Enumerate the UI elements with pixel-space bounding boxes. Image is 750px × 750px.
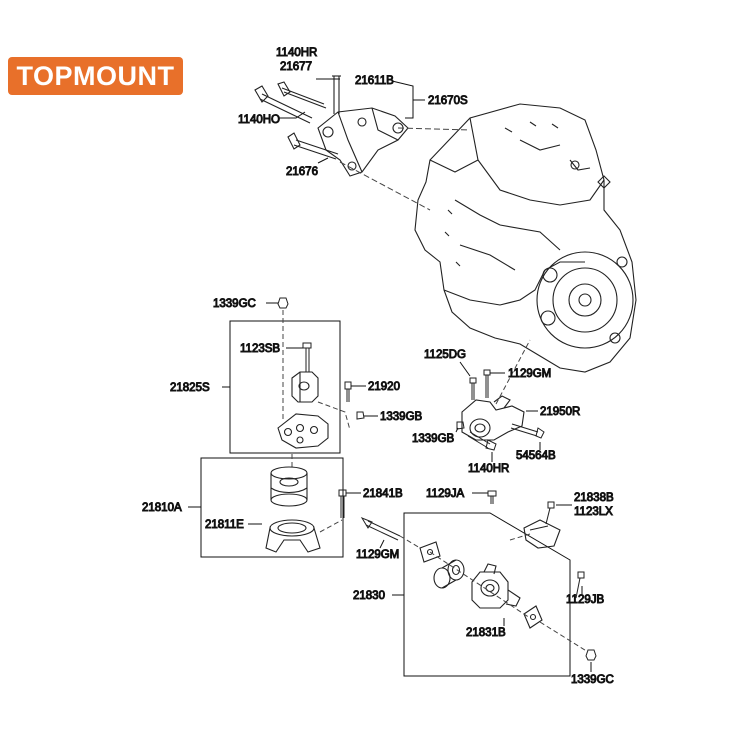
nut-1339gb-right: [456, 421, 465, 430]
label-1123lx: 1123LX: [574, 506, 613, 518]
leader-line: [317, 157, 329, 164]
center-line: [317, 401, 351, 431]
label-21831b: 21831B: [466, 627, 506, 639]
brand-logo: TOPMOUNT: [8, 57, 183, 95]
center-line: [399, 535, 421, 549]
label-21810a: 21810A: [142, 502, 182, 514]
label-1129gm-lower: 1129GM: [356, 549, 399, 561]
label-1140hr-top: 1140HR: [276, 47, 317, 59]
center-line: [319, 519, 343, 533]
group-box-21830: [403, 512, 571, 677]
nut-1339gc-bottom: [585, 649, 597, 661]
label-21811e: 21811E: [205, 519, 244, 531]
label-21830: 21830: [353, 590, 385, 602]
bracket-21920: [277, 413, 329, 449]
stud-21611b: [332, 75, 341, 114]
bolt-1123sb: [302, 342, 312, 372]
bracket-21838b: [523, 519, 561, 549]
label-21676: 21676: [286, 166, 318, 178]
engine-mount-bracket-21670s: [317, 107, 409, 177]
label-21670s: 21670S: [428, 95, 468, 107]
leader-line: [455, 427, 459, 433]
label-21677: 21677: [280, 61, 312, 73]
bushing-21830: [433, 559, 465, 589]
bolt-1123lx: [545, 501, 555, 525]
center-line: [509, 533, 531, 541]
label-21611b: 21611B: [355, 75, 394, 87]
label-1129ja: 1129JA: [426, 488, 464, 500]
label-21838b: 21838B: [574, 492, 614, 504]
leader-line: [278, 111, 306, 119]
bolt-1140hr-lower: [467, 431, 497, 451]
mount-21831b: [471, 563, 521, 609]
bolt-1140ho: [254, 85, 313, 124]
center-line: [539, 621, 589, 653]
insulator-21810a: [270, 466, 308, 507]
washer-plate-right: [523, 605, 543, 629]
bolt-1125dg: [469, 377, 477, 400]
nut-1339gc-top: [277, 297, 289, 309]
bracket-21811e: [265, 519, 321, 553]
washer-plate-left: [419, 541, 441, 563]
bolt-1129jb: [575, 571, 585, 599]
leader-line: [459, 361, 471, 377]
bolt-21841b: [338, 489, 347, 518]
insulator-21825s: [291, 371, 319, 403]
mount-21950r: [461, 395, 525, 441]
center-line: [397, 127, 471, 131]
bolt-21676: [287, 132, 339, 160]
bolt-21920: [344, 381, 352, 402]
bolt-21677: [277, 81, 327, 109]
bolt-1129gm-lower: [360, 516, 401, 541]
label-1140ho: 1140HO: [238, 114, 280, 126]
label-21920: 21920: [368, 381, 400, 393]
center-line: [495, 339, 531, 405]
engine-block-drawing: [414, 103, 637, 373]
bolt-54564b: [510, 423, 545, 439]
bolt-1129ja: [487, 490, 497, 504]
label-1129jb: 1129JB: [566, 594, 604, 606]
label-1129gm-right: 1129GM: [508, 368, 551, 380]
bolt-1129gm-right: [483, 369, 491, 398]
label-1339gc-top: 1339GC: [213, 298, 256, 310]
label-1339gb-left: 1339GB: [380, 411, 423, 423]
label-21950r: 21950R: [540, 406, 580, 418]
leader-line: [391, 80, 414, 119]
label-1140hr-lower: 1140HR: [468, 463, 509, 475]
label-54564b: 54564B: [516, 450, 556, 462]
leader-line: [379, 539, 385, 549]
label-1339gc-bottom: 1339GC: [571, 674, 614, 686]
center-line: [429, 551, 531, 619]
label-1125dg: 1125DG: [424, 349, 466, 361]
center-line: [339, 161, 431, 211]
label-21841b: 21841B: [363, 488, 403, 500]
label-1339gb-right: 1339GB: [412, 433, 455, 445]
label-21825s: 21825S: [170, 382, 210, 394]
nut-1339gb-left: [356, 411, 365, 420]
group-box-21810a: [200, 457, 344, 558]
label-1123sb: 1123SB: [240, 343, 280, 355]
